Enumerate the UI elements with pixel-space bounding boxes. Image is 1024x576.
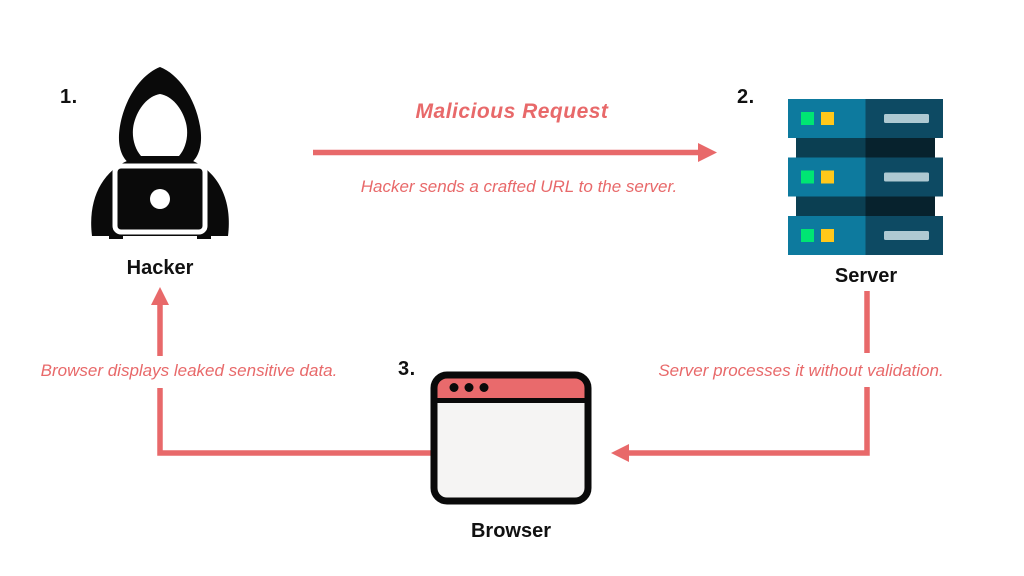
caption-right: Server processes it without validation. — [658, 361, 944, 380]
hacker-icon — [85, 64, 235, 239]
malicious-request-arrow — [313, 143, 717, 162]
malicious-request-label: Malicious Request — [415, 100, 609, 123]
step-number-2: 2. — [737, 86, 755, 108]
browser-label: Browser — [470, 520, 552, 542]
browser-to-hacker-arrow — [151, 287, 431, 456]
browser-icon — [430, 371, 592, 505]
caption-top: Hacker sends a crafted URL to the server… — [360, 177, 678, 196]
step-number-1: 1. — [60, 86, 78, 108]
caption-left: Browser displays leaked sensitive data. — [40, 361, 338, 380]
server-to-browser-arrow — [611, 291, 870, 462]
hacker-label: Hacker — [126, 257, 194, 279]
server-icon — [788, 99, 943, 255]
server-label: Server — [834, 265, 898, 287]
step-number-3: 3. — [398, 358, 416, 380]
